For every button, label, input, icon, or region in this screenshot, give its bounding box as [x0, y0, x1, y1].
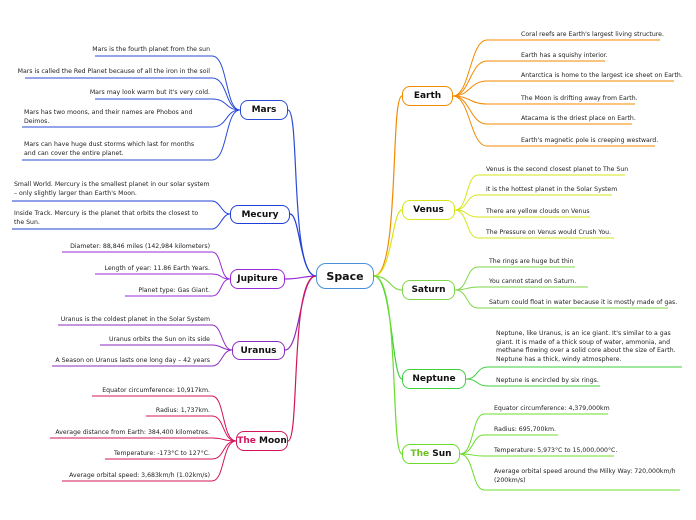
earth-fact-5[interactable]: Atacama is the driest place on Earth.	[521, 115, 636, 122]
mecury-fact-1[interactable]: Small World. Mercury is the smallest pla…	[14, 181, 210, 197]
venus-fact-1[interactable]: Venus is the second closest planet to Th…	[486, 166, 629, 173]
mecury-fact-2[interactable]: Inside Track. Mercury is the planet that…	[14, 210, 199, 226]
topic-earth-label: Earth	[413, 91, 442, 101]
moon-fact-3[interactable]: Average distance from Earth: 384,400 kil…	[55, 429, 210, 436]
topic-the-sun-prefix: The	[410, 449, 430, 459]
sun-fact-2[interactable]: Radius: 695,700km.	[494, 426, 556, 433]
topic-the-moon[interactable]: The Moon	[236, 431, 288, 451]
topic-jupiture-label: Jupiture	[237, 274, 278, 284]
neptune-fact-2[interactable]: Neptune is encircled by six rings.	[496, 377, 599, 384]
mars-fact-5[interactable]: Mars can have huge dust storms which las…	[24, 141, 195, 157]
jupiture-fact-1[interactable]: Diameter: 88,846 miles (142,984 kilomete…	[70, 243, 210, 250]
sun-fact-1[interactable]: Equator circumference: 4,379,000km	[494, 405, 610, 412]
topic-neptune-label: Neptune	[412, 374, 456, 384]
venus-fact-4[interactable]: The Pressure on Venus would Crush You.	[486, 229, 612, 236]
topic-mecury-label: Mecury	[241, 209, 279, 220]
moon-fact-5[interactable]: Average orbital speed: 3,683km/h (1.02km…	[69, 472, 210, 479]
central-topic-space[interactable]: Space	[316, 263, 374, 289]
venus-fact-2[interactable]: it is the hottest planet in the Solar Sy…	[486, 186, 618, 193]
earth-fact-4[interactable]: The Moon is drifting away from Earth.	[521, 95, 638, 102]
topic-venus-label: Venus	[413, 205, 444, 215]
topic-the-moon-main: Moon	[259, 436, 287, 446]
venus-fact-3[interactable]: There are yellow clouds on Venus	[486, 208, 590, 215]
earth-fact-1[interactable]: Coral reefs are Earth's largest living s…	[521, 31, 664, 38]
topic-venus[interactable]: Venus	[402, 200, 455, 220]
topic-uranus-label: Uranus	[240, 345, 277, 356]
topic-the-sun[interactable]: The Sun	[402, 444, 460, 464]
neptune-fact-1[interactable]: Neptune, like Uranus, is an ice giant. I…	[496, 330, 676, 363]
topic-saturn[interactable]: Saturn	[402, 280, 455, 300]
jupiture-fact-2[interactable]: Length of year: 11.86 Earth Years.	[104, 265, 210, 272]
earth-fact-3[interactable]: Antarctica is home to the largest ice sh…	[521, 72, 683, 79]
saturn-fact-1[interactable]: The rings are huge but thin	[489, 258, 574, 265]
topic-the-moon-prefix: The	[237, 436, 256, 446]
topic-the-sun-main: Sun	[432, 449, 452, 459]
uranus-fact-1[interactable]: Uranus is the coldest planet in the Sola…	[60, 316, 210, 323]
mars-fact-2[interactable]: Mars is called the Red Planet because of…	[17, 68, 210, 75]
topic-uranus[interactable]: Uranus	[232, 341, 285, 360]
topic-mars-label: Mars	[251, 105, 277, 115]
saturn-fact-2[interactable]: You cannot stand on Saturn.	[489, 278, 577, 285]
moon-fact-1[interactable]: Equator circumference: 10,917km.	[102, 387, 210, 394]
topic-jupiture[interactable]: Jupiture	[230, 269, 285, 289]
mars-fact-4[interactable]: Mars has two moons, and their names are …	[24, 109, 193, 125]
sun-fact-3[interactable]: Temperature: 5,973°C to 15,000,000°C.	[494, 447, 618, 454]
topic-earth[interactable]: Earth	[402, 86, 453, 106]
uranus-fact-2[interactable]: Uranus orbits the Sun on its side	[108, 336, 210, 343]
mars-fact-1[interactable]: Mars is the fourth planet from the sun	[92, 46, 210, 53]
jupiture-fact-3[interactable]: Planet type: Gas Giant.	[138, 287, 210, 294]
topic-neptune[interactable]: Neptune	[402, 369, 466, 389]
earth-fact-6[interactable]: Earth's magnetic pole is creeping westwa…	[521, 137, 659, 144]
topic-mars[interactable]: Mars	[240, 100, 288, 120]
topic-mecury[interactable]: Mecury	[230, 205, 290, 224]
topic-saturn-label: Saturn	[411, 285, 446, 295]
saturn-fact-3[interactable]: Saturn could float in water because it i…	[489, 299, 678, 306]
earth-fact-2[interactable]: Earth has a squishy interior.	[521, 52, 608, 59]
sun-fact-4[interactable]: Average orbital speed around the Milky W…	[494, 468, 676, 484]
moon-fact-2[interactable]: Radius: 1,737km.	[155, 407, 210, 414]
uranus-fact-3[interactable]: A Season on Uranus lasts one long day – …	[55, 357, 210, 364]
moon-fact-4[interactable]: Temperature: -173°C to 127°C.	[113, 450, 210, 457]
mars-fact-3[interactable]: Mars may look warm but it's very cold.	[89, 89, 210, 96]
